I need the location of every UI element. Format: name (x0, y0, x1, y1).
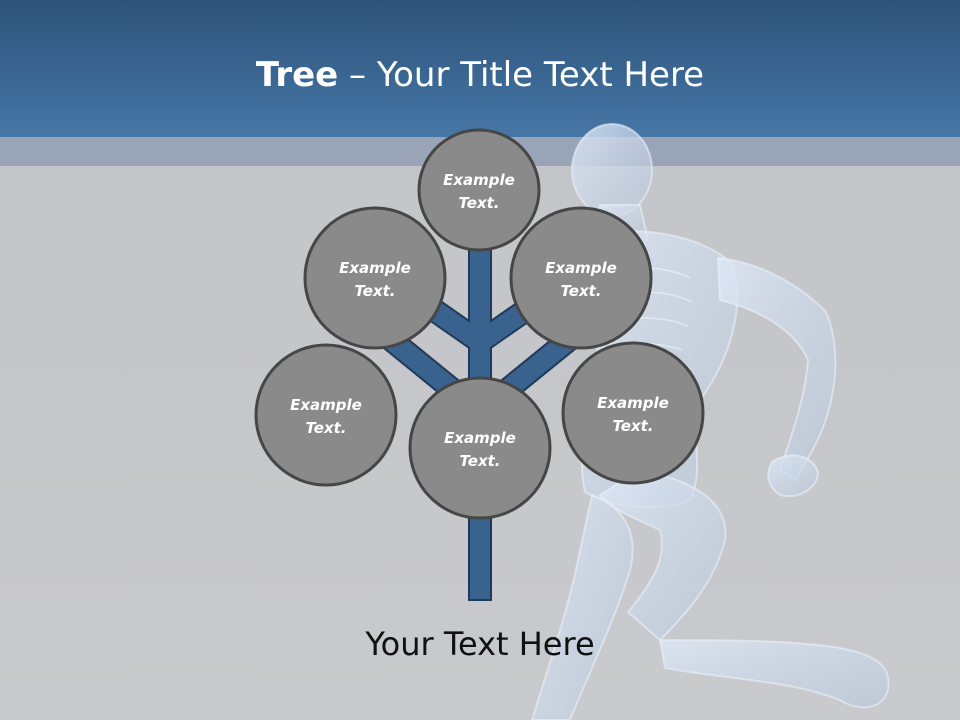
node-upper-right-line2: Text. (560, 282, 601, 300)
title-banner (0, 0, 960, 137)
node-center-line1: Example (444, 429, 516, 447)
node-top-line2: Text. (458, 194, 499, 212)
node-lower-left-line2: Text. (305, 419, 346, 437)
node-center-line2: Text. (459, 452, 500, 470)
tree-node-lower-right: Example Text. (561, 341, 705, 485)
slide-title: Tree – Your Title Text Here (0, 52, 960, 98)
node-upper-right-line1: Example (545, 259, 617, 277)
title-rest: – Your Title Text Here (338, 55, 705, 95)
tree-node-upper-left: Example Text. (303, 206, 447, 350)
tree-node-lower-left: Example Text. (254, 343, 398, 487)
tree-node-top: Example Text. (417, 128, 541, 252)
caption-text: Your Text Here (365, 625, 595, 663)
tree-node-upper-right: Example Text. (509, 206, 653, 350)
tree-node-center: Example Text. (408, 376, 552, 520)
node-lower-left-line1: Example (290, 396, 362, 414)
node-lower-right-line1: Example (597, 394, 669, 412)
node-lower-right-line2: Text. (612, 417, 653, 435)
title-strong: Tree (255, 55, 339, 95)
node-top-line1: Example (443, 171, 515, 189)
node-upper-left-line1: Example (339, 259, 411, 277)
node-upper-left-line2: Text. (354, 282, 395, 300)
